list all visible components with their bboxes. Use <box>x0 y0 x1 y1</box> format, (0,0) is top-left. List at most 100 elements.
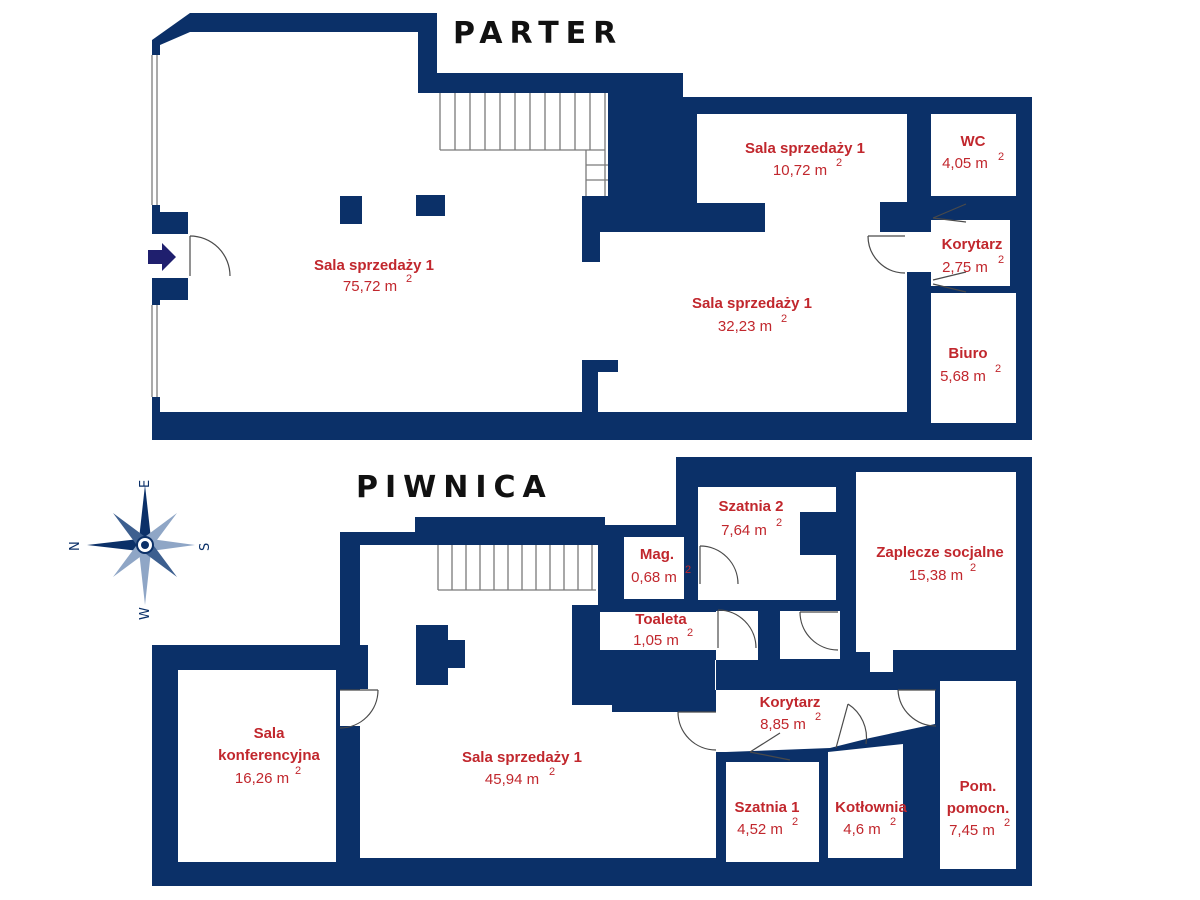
compass-label-s: S <box>198 543 213 551</box>
room-name: WC <box>961 133 986 150</box>
room-name: Mag. <box>640 546 674 563</box>
room-area-exp: 2 <box>998 151 1004 163</box>
room-label-zaplecze: Zaplecze socjalne 15,38 m 2 <box>876 544 1004 584</box>
room-area-exp: 2 <box>792 816 798 828</box>
ground-hall-floor <box>160 32 661 412</box>
room-name: Korytarz <box>760 694 821 711</box>
pom-door <box>897 689 937 727</box>
korytarz-ground-entry <box>905 232 935 272</box>
room-label-pom-pomocn: Pom. pomocn. 7,45 m 2 <box>947 778 1010 839</box>
room-area-exp: 2 <box>685 564 691 576</box>
room-area: 7,64 m <box>721 522 767 539</box>
korytarz-door <box>677 711 717 751</box>
room-area: 4,6 m <box>843 821 881 838</box>
room-name: Zaplecze socjalne <box>876 544 1004 561</box>
room-label-biuro: Biuro 5,68 m 2 <box>940 345 1001 385</box>
korytarz-basement-floor <box>715 611 935 752</box>
pom-pomocn-floor <box>940 681 1016 869</box>
szatnia1-floor <box>726 762 819 862</box>
room-label-korytarz-piwnica: Korytarz 8,85 m 2 <box>760 694 822 733</box>
room-label-piwnica-sala: Sala sprzedaży 1 45,94 m 2 <box>462 749 582 788</box>
room-area: 16,26 m <box>235 770 289 787</box>
zaplecze-door <box>799 611 839 651</box>
room-label-mag: Mag. 0,68 m 2 <box>631 546 691 586</box>
kotlownia-door <box>835 703 868 749</box>
biuro-floor <box>931 293 1016 423</box>
room-area-exp: 2 <box>687 627 693 639</box>
room-area: 7,45 m <box>949 822 995 839</box>
room-area: 4,52 m <box>737 821 783 838</box>
ground-middle-floor <box>630 114 907 412</box>
room-area: 2,75 m <box>942 259 988 276</box>
partition-stub <box>582 360 618 412</box>
room-label-toaleta: Toaleta 1,05 m 2 <box>633 611 693 649</box>
room-label-sala-konferencyjna: Sala konferencyjna 16,26 m 2 <box>218 725 320 787</box>
heading-parter: PARTER <box>453 16 623 51</box>
room-label-szatnia1: Szatnia 1 4,52 m 2 <box>734 799 799 838</box>
compass-label-w: W <box>138 607 153 620</box>
window-left-top <box>150 55 160 205</box>
room-label-kotlownia: Kotłownia 4,6 m 2 <box>835 799 907 838</box>
toaleta-floor <box>600 612 730 650</box>
column <box>416 625 448 685</box>
korytarz-door <box>867 235 906 274</box>
biuro-door <box>932 271 967 293</box>
sala-konferencyjna-floor <box>178 670 336 862</box>
room-area-exp: 2 <box>295 765 301 777</box>
entrance-jamb <box>152 212 188 234</box>
ground-floor-plan <box>148 13 1032 440</box>
room-area-exp: 2 <box>836 157 842 169</box>
room-area-exp: 2 <box>406 273 412 285</box>
room-name: Szatnia 2 <box>718 498 783 515</box>
room-area-exp: 2 <box>970 562 976 574</box>
basement-sala-floor <box>360 545 716 858</box>
room-area-exp: 2 <box>781 313 787 325</box>
entrance-door <box>189 235 231 277</box>
zaplecze-floor <box>856 472 1016 672</box>
wc-floor <box>931 114 1016 196</box>
column <box>448 640 465 668</box>
room-area: 0,68 m <box>631 569 677 586</box>
room-name: Sala sprzedaży 1 <box>314 257 434 274</box>
room-name: Sala sprzedaży 1 <box>692 295 812 312</box>
mag-door <box>699 545 739 585</box>
room-area-exp: 2 <box>549 766 555 778</box>
szatnia1-door <box>749 732 791 761</box>
ground-passage <box>620 232 640 412</box>
window-left-bottom <box>150 305 160 397</box>
room-area-exp: 2 <box>776 517 782 529</box>
entrance-jamb <box>152 278 188 300</box>
mag-floor <box>624 537 684 599</box>
toaleta-door <box>717 609 757 649</box>
column <box>416 195 445 216</box>
basement-plan <box>152 457 1032 886</box>
room-area: 15,38 m <box>909 567 963 584</box>
room-name: Kotłownia <box>835 799 907 816</box>
szatnia2-floor <box>698 487 836 600</box>
room-label-parter-sala-32: Sala sprzedaży 1 32,23 m 2 <box>692 295 812 335</box>
room-name: Szatnia 1 <box>734 799 799 816</box>
sala-konferencyjna-door <box>339 689 379 729</box>
room-name: pomocn. <box>947 800 1010 817</box>
room-area: 32,23 m <box>718 318 772 335</box>
room-area-exp: 2 <box>995 363 1001 375</box>
korytarz-link <box>780 611 840 659</box>
room-name: Sala sprzedaży 1 <box>745 140 865 157</box>
room-area-exp: 2 <box>998 254 1004 266</box>
heading-piwnica: PIWNICA <box>356 470 553 505</box>
room-label-korytarz-parter: Korytarz 2,75 m 2 <box>942 236 1005 276</box>
room-name: Pom. <box>960 778 997 795</box>
basement-door-gap <box>340 690 365 726</box>
compass-rose-icon <box>87 485 195 605</box>
staircase-ground <box>439 93 608 196</box>
room-area-exp: 2 <box>1004 817 1010 829</box>
column <box>340 645 368 689</box>
compass-label-e: E <box>138 480 153 488</box>
room-label-parter-sala-10: Sala sprzedaży 1 10,72 m 2 <box>745 140 865 179</box>
wc-door <box>932 203 967 223</box>
room-area: 75,72 m <box>343 278 397 295</box>
room-area: 4,05 m <box>942 155 988 172</box>
room-name: Sala <box>254 725 286 742</box>
room-label-wc: WC 4,05 m 2 <box>942 133 1004 172</box>
